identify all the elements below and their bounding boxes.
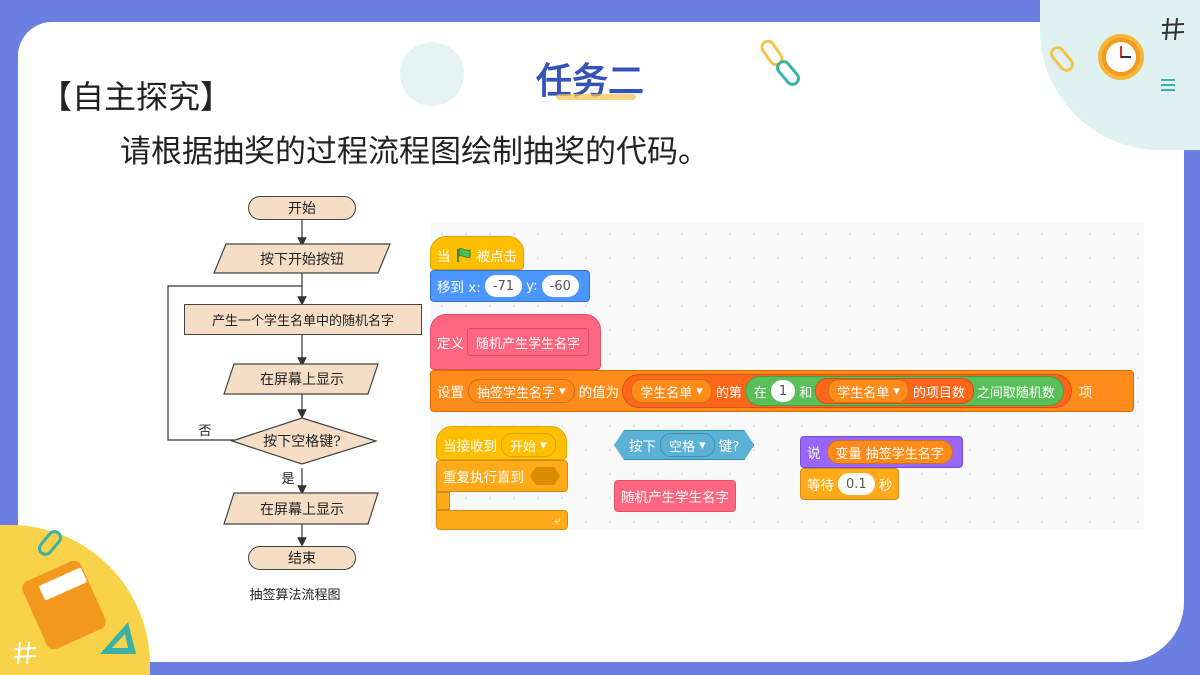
instruction-text: 请根据抽奖的过程流程图绘制抽奖的代码。 bbox=[120, 134, 709, 170]
block-text: 和 bbox=[799, 385, 813, 401]
say-block[interactable]: 说 变量 抽签学生名字 bbox=[800, 436, 963, 468]
io-parallelogram bbox=[223, 492, 379, 525]
block-text: 键? bbox=[718, 439, 740, 455]
paperclip-icon bbox=[760, 39, 800, 86]
random-from-input[interactable]: 1 bbox=[770, 380, 796, 402]
alarm-clock-icon bbox=[1098, 34, 1144, 80]
clock-hand bbox=[1120, 46, 1122, 58]
block-text: 设置 bbox=[437, 385, 464, 401]
flow-label-no: 否 bbox=[198, 423, 212, 439]
title-underline bbox=[556, 94, 636, 100]
list-dropdown[interactable]: 学生名单 ▾ bbox=[828, 379, 909, 403]
block-text: 随机产生学生名字 bbox=[621, 490, 729, 506]
block-text: 说 bbox=[807, 446, 821, 462]
decorative-circle bbox=[400, 42, 464, 106]
green-flag-icon bbox=[456, 248, 470, 262]
flowchart-connectors bbox=[167, 220, 391, 547]
condition-slot[interactable] bbox=[530, 467, 560, 485]
block-text: 等待 bbox=[807, 478, 834, 494]
scratch-code-area: 当 被点击 移到 x: -71 y: -60 定义 随机产生学生名字 设置 抽签… bbox=[430, 222, 1144, 530]
flow-decision: 按下空格键? bbox=[263, 434, 341, 450]
menu-lines-icon bbox=[1161, 79, 1175, 91]
goto-xy-block[interactable]: 移到 x: -71 y: -60 bbox=[430, 270, 590, 302]
block-text: 抽签学生名字 bbox=[865, 446, 944, 462]
flow-show-2: 在屏幕上显示 bbox=[260, 501, 344, 518]
block-text: 重复执行直到 bbox=[443, 470, 524, 486]
block-text: 的项目数 bbox=[912, 385, 965, 401]
paperclip-icon bbox=[38, 530, 62, 556]
dropdown-text: 学生名单 bbox=[640, 385, 693, 401]
dropdown-text: 空格 bbox=[669, 439, 696, 455]
when-receive-block[interactable]: 当接收到 开始 ▾ bbox=[436, 426, 567, 460]
block-text: 的值为 bbox=[578, 385, 620, 401]
wait-seconds-input[interactable]: 0.1 bbox=[838, 473, 875, 495]
item-of-list-reporter[interactable]: 学生名单 ▾ 的第 在 1 和 学生名单 ▾ 的项目数 之间取随机数 bbox=[622, 374, 1072, 408]
block-text: 之间取随机数 bbox=[976, 385, 1055, 401]
block-text: 当 bbox=[437, 249, 451, 265]
io-parallelogram bbox=[223, 363, 379, 395]
dropdown-text: 开始 bbox=[510, 439, 537, 455]
repeat-until-arm bbox=[436, 492, 450, 510]
define-name: 随机产生学生名字 bbox=[467, 328, 590, 356]
repeat-until-end: ⤶ bbox=[436, 510, 568, 530]
flow-show-1: 在屏幕上显示 bbox=[260, 372, 344, 388]
key-dropdown[interactable]: 空格 ▾ bbox=[660, 433, 715, 457]
define-block[interactable]: 定义 随机产生学生名字 bbox=[430, 314, 602, 370]
block-text: 的第 bbox=[715, 385, 742, 401]
dropdown-text: 抽签学生名字 bbox=[477, 385, 556, 401]
io-parallelogram bbox=[213, 243, 391, 274]
pick-random-reporter[interactable]: 在 1 和 学生名单 ▾ 的项目数 之间取随机数 bbox=[744, 376, 1064, 406]
wait-block[interactable]: 等待 0.1 秒 bbox=[800, 468, 900, 500]
paperclip-icon bbox=[1050, 46, 1074, 72]
call-custom-block[interactable]: 随机产生学生名字 bbox=[614, 480, 736, 512]
block-text: y: bbox=[526, 278, 538, 294]
section-label: 【自主探究】 bbox=[40, 78, 233, 116]
flowchart-caption: 抽签算法流程图 bbox=[249, 588, 341, 603]
message-dropdown[interactable]: 开始 ▾ bbox=[501, 433, 556, 457]
flow-generate-name: 产生一个学生名单中的随机名字 bbox=[184, 304, 422, 335]
block-text: 在 bbox=[753, 385, 767, 401]
clock-hand bbox=[1121, 56, 1131, 58]
flow-loop-back bbox=[167, 285, 302, 441]
list-dropdown[interactable]: 学生名单 ▾ bbox=[631, 379, 712, 403]
x-input[interactable]: -71 bbox=[484, 275, 523, 297]
variable-dropdown[interactable]: 抽签学生名字 ▾ bbox=[468, 379, 575, 403]
triangle-ruler-icon bbox=[100, 622, 136, 654]
flow-start: 开始 bbox=[248, 196, 356, 220]
flow-label-yes: 是 bbox=[281, 471, 295, 487]
length-of-list-reporter[interactable]: 学生名单 ▾ 的项目数 bbox=[815, 378, 974, 404]
block-text: 秒 bbox=[878, 478, 893, 494]
flow-end: 结束 bbox=[248, 546, 356, 570]
hash-icon bbox=[1161, 17, 1185, 41]
hash-icon bbox=[13, 641, 37, 665]
block-text: 变量 bbox=[835, 446, 862, 462]
when-flag-clicked-block[interactable]: 当 被点击 bbox=[430, 236, 524, 270]
block-text: 项 bbox=[1078, 385, 1093, 401]
flowchart: 开始 按下开始按钮 产生一个学生名单中的随机名字 在屏幕上显示 按下空格键? 否… bbox=[160, 188, 430, 608]
variable-reporter[interactable]: 变量 抽签学生名字 bbox=[826, 440, 953, 464]
block-text: 移到 x: bbox=[437, 280, 481, 296]
dropdown-text: 学生名单 bbox=[837, 385, 890, 401]
set-variable-block[interactable]: 设置 抽签学生名字 ▾ 的值为 学生名单 ▾ 的第 在 1 和 学生名单 ▾ 的… bbox=[430, 370, 1134, 412]
flow-press-start: 按下开始按钮 bbox=[260, 251, 344, 268]
key-pressed-block[interactable]: 按下 空格 ▾ 键? bbox=[614, 430, 754, 460]
block-text: 被点击 bbox=[476, 249, 518, 265]
repeat-until-block[interactable]: 重复执行直到 bbox=[436, 460, 568, 492]
loop-arrow-icon: ⤶ bbox=[554, 512, 561, 527]
y-input[interactable]: -60 bbox=[541, 275, 579, 297]
block-text: 按下 bbox=[629, 439, 656, 455]
decision-diamond bbox=[230, 417, 379, 465]
block-text: 当接收到 bbox=[443, 439, 497, 455]
block-text: 定义 bbox=[437, 336, 464, 352]
